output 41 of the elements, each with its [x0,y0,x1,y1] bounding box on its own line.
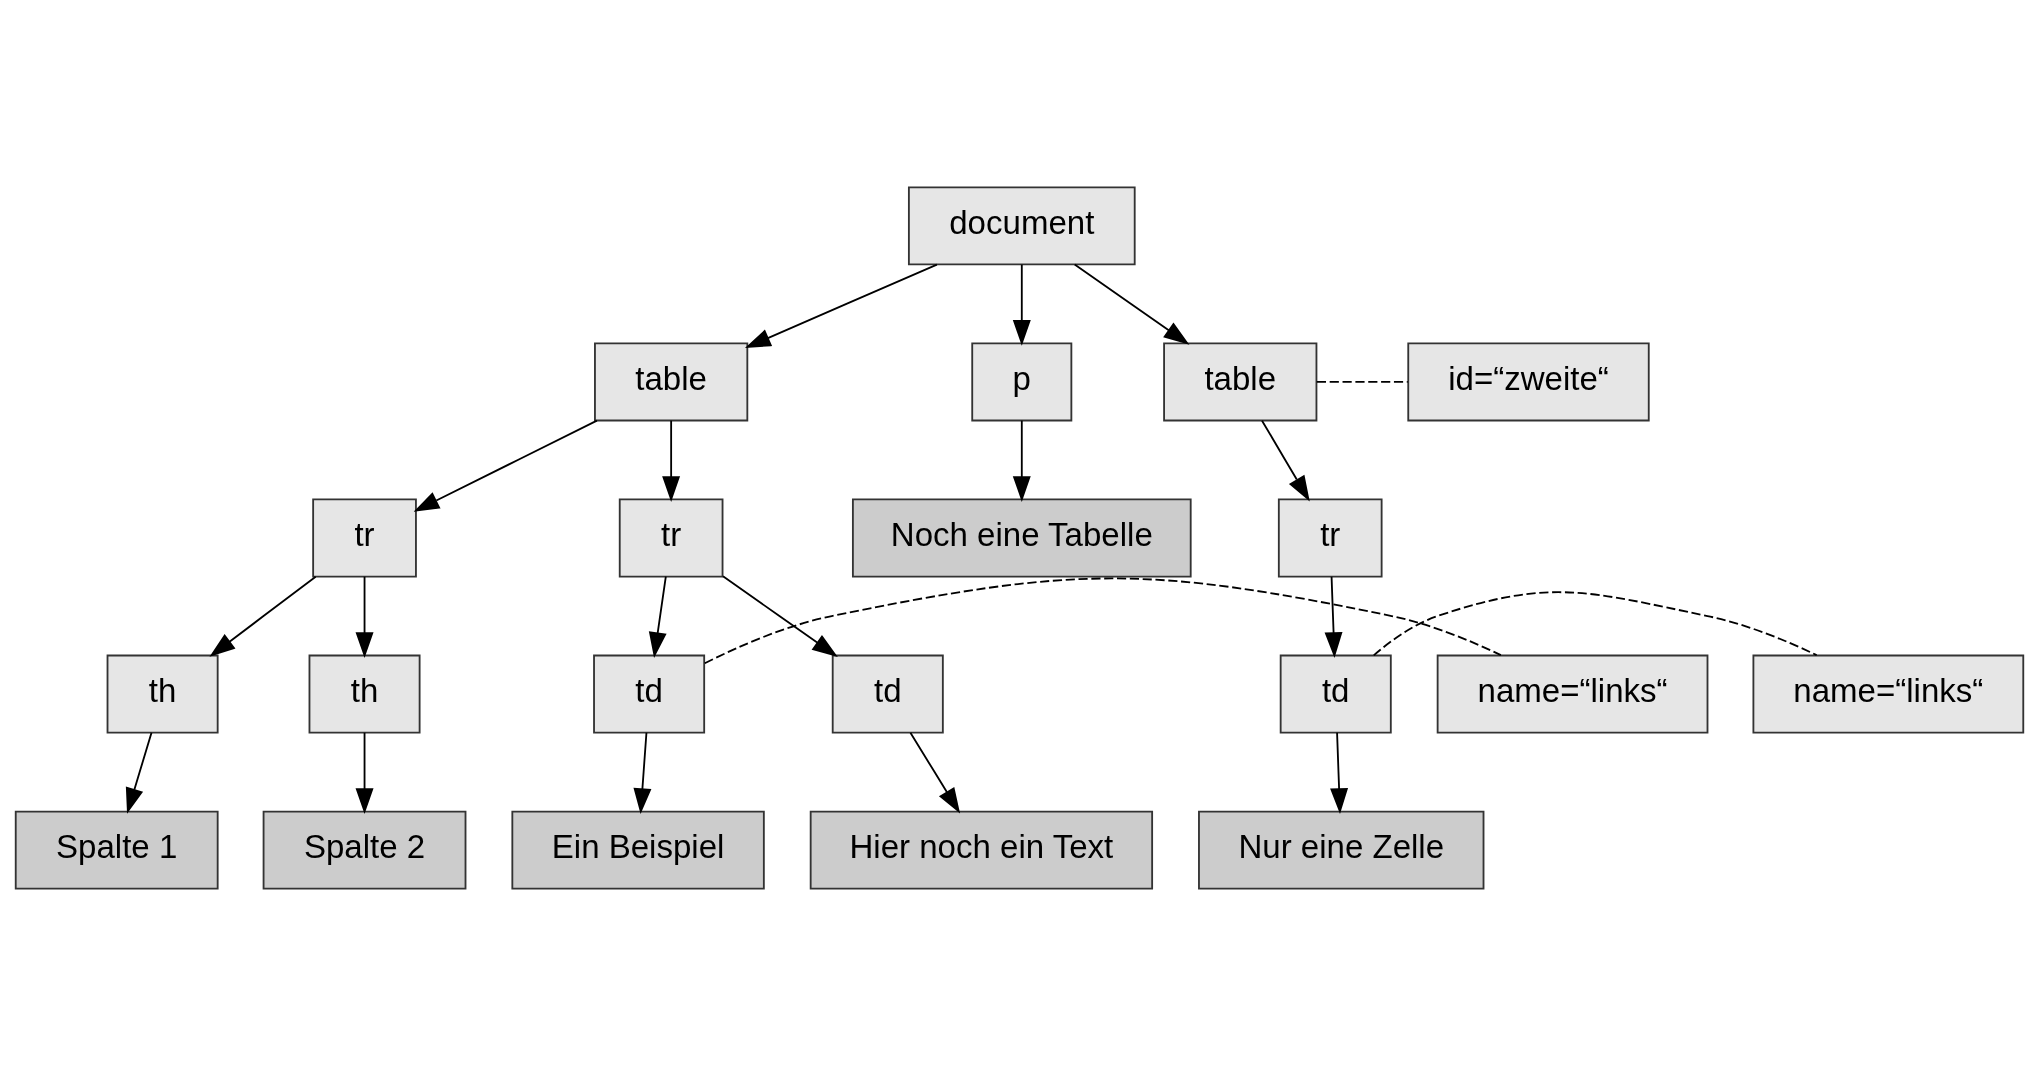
arrow [744,263,938,348]
node-box: Nur eine Zelle [1198,810,1485,890]
arrow [633,731,652,814]
arrow [125,731,153,814]
node-box: td [831,654,944,734]
arrow [355,731,374,814]
arrow [1330,731,1349,814]
node-box: document [907,185,1136,265]
node-box: Ein Beispiel [511,810,765,890]
arrow [1324,575,1343,658]
arrow [1261,419,1310,501]
arrow [909,731,961,814]
node-box: Noch eine Tabelle [851,498,1192,577]
node-box: Spalte 1 [14,810,219,890]
node-box: tr [618,498,724,577]
arrow [1073,263,1190,345]
connector [1372,590,1818,656]
node-box: Hier noch ein Text [809,810,1154,890]
node-box: th [106,654,219,734]
node-box: td [1279,654,1392,734]
node-box: tr [1277,498,1383,577]
connector [703,577,1502,664]
node-box: Spalte 2 [262,810,467,890]
node-box: tr [312,498,417,577]
connector [1315,380,1409,383]
node-box: table [594,341,749,421]
arrow [355,575,374,658]
node-box: name=“links“ [1752,654,2025,734]
arrow [648,575,667,658]
arrow [1012,263,1031,346]
node-box: p [971,341,1073,421]
node-box: table [1163,341,1318,421]
arrow [722,574,838,657]
arrow [662,419,681,502]
node-box: name=“links“ [1436,654,1709,734]
node-box: id=“zweite“ [1407,341,1650,421]
node-box: td [593,654,706,734]
arrow [1012,419,1031,502]
arrow [209,575,317,657]
arrow [413,419,598,512]
node-box: th [308,654,421,734]
